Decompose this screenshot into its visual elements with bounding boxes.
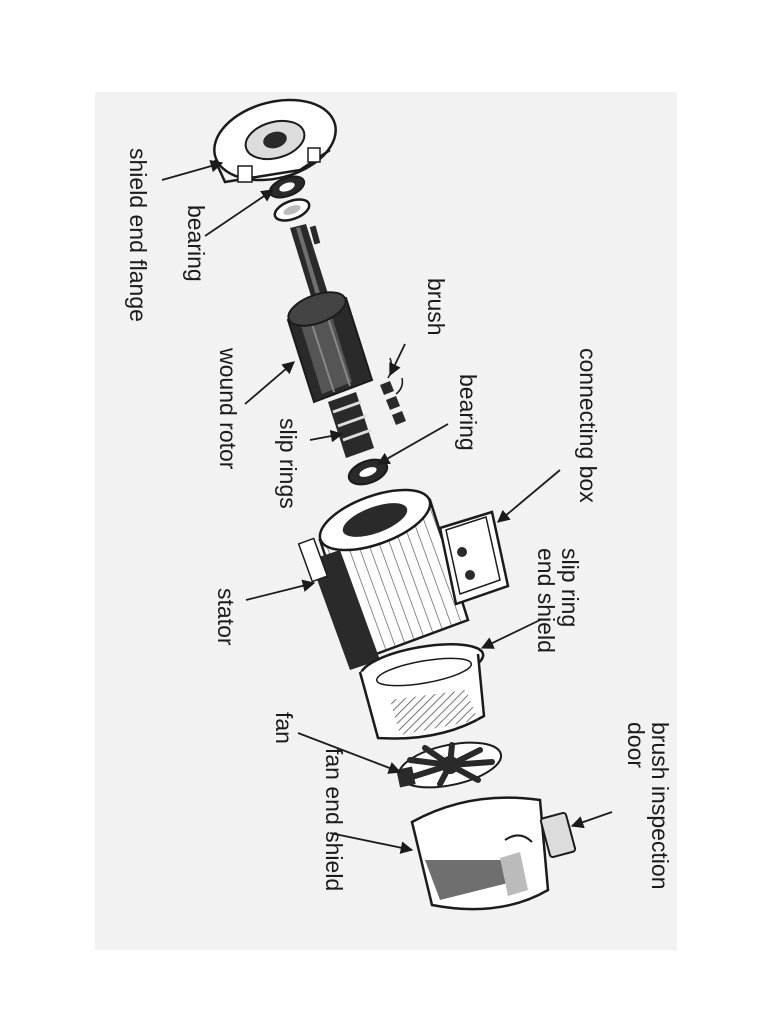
fan-part bbox=[396, 741, 503, 789]
stator-part bbox=[297, 488, 470, 670]
front-bearing-part bbox=[268, 175, 321, 245]
label-brush-inspection-line1: brush inspection bbox=[647, 722, 673, 890]
connecting-box-part bbox=[438, 510, 510, 606]
label-slip-ring-line2: end shield bbox=[532, 548, 559, 653]
shield-end-flange-part bbox=[213, 98, 337, 184]
label-slip-ring-end-shield: slip ring end shield bbox=[532, 548, 583, 653]
brush-inspection-door-part bbox=[539, 811, 577, 859]
label-bearing-rear: bearing bbox=[455, 374, 481, 451]
leader-arrows bbox=[161, 160, 613, 854]
label-fan: fan bbox=[271, 712, 297, 744]
label-slip-ring-line1: slip ring bbox=[557, 548, 583, 628]
label-fan-end-shield: fan end shield bbox=[321, 748, 347, 892]
label-stator: stator bbox=[213, 588, 239, 646]
label-shield-end-flange: shield end flange bbox=[125, 148, 151, 322]
label-wound-rotor: wound rotor bbox=[215, 348, 241, 470]
rear-bearing-part bbox=[347, 458, 389, 486]
label-brush-inspection-line2: door bbox=[622, 722, 649, 769]
fan-end-shield-part bbox=[410, 796, 550, 911]
label-slip-rings: slip rings bbox=[275, 418, 301, 509]
slip-rings-part bbox=[328, 392, 374, 458]
label-brush-inspection-door: brush inspection door bbox=[622, 722, 673, 890]
label-bearing-front: bearing bbox=[183, 205, 209, 282]
slip-ring-end-shield-part bbox=[358, 643, 486, 740]
label-brush: brush bbox=[423, 278, 449, 336]
wound-rotor-part bbox=[286, 291, 374, 404]
label-connecting-box: connecting box bbox=[575, 348, 601, 503]
